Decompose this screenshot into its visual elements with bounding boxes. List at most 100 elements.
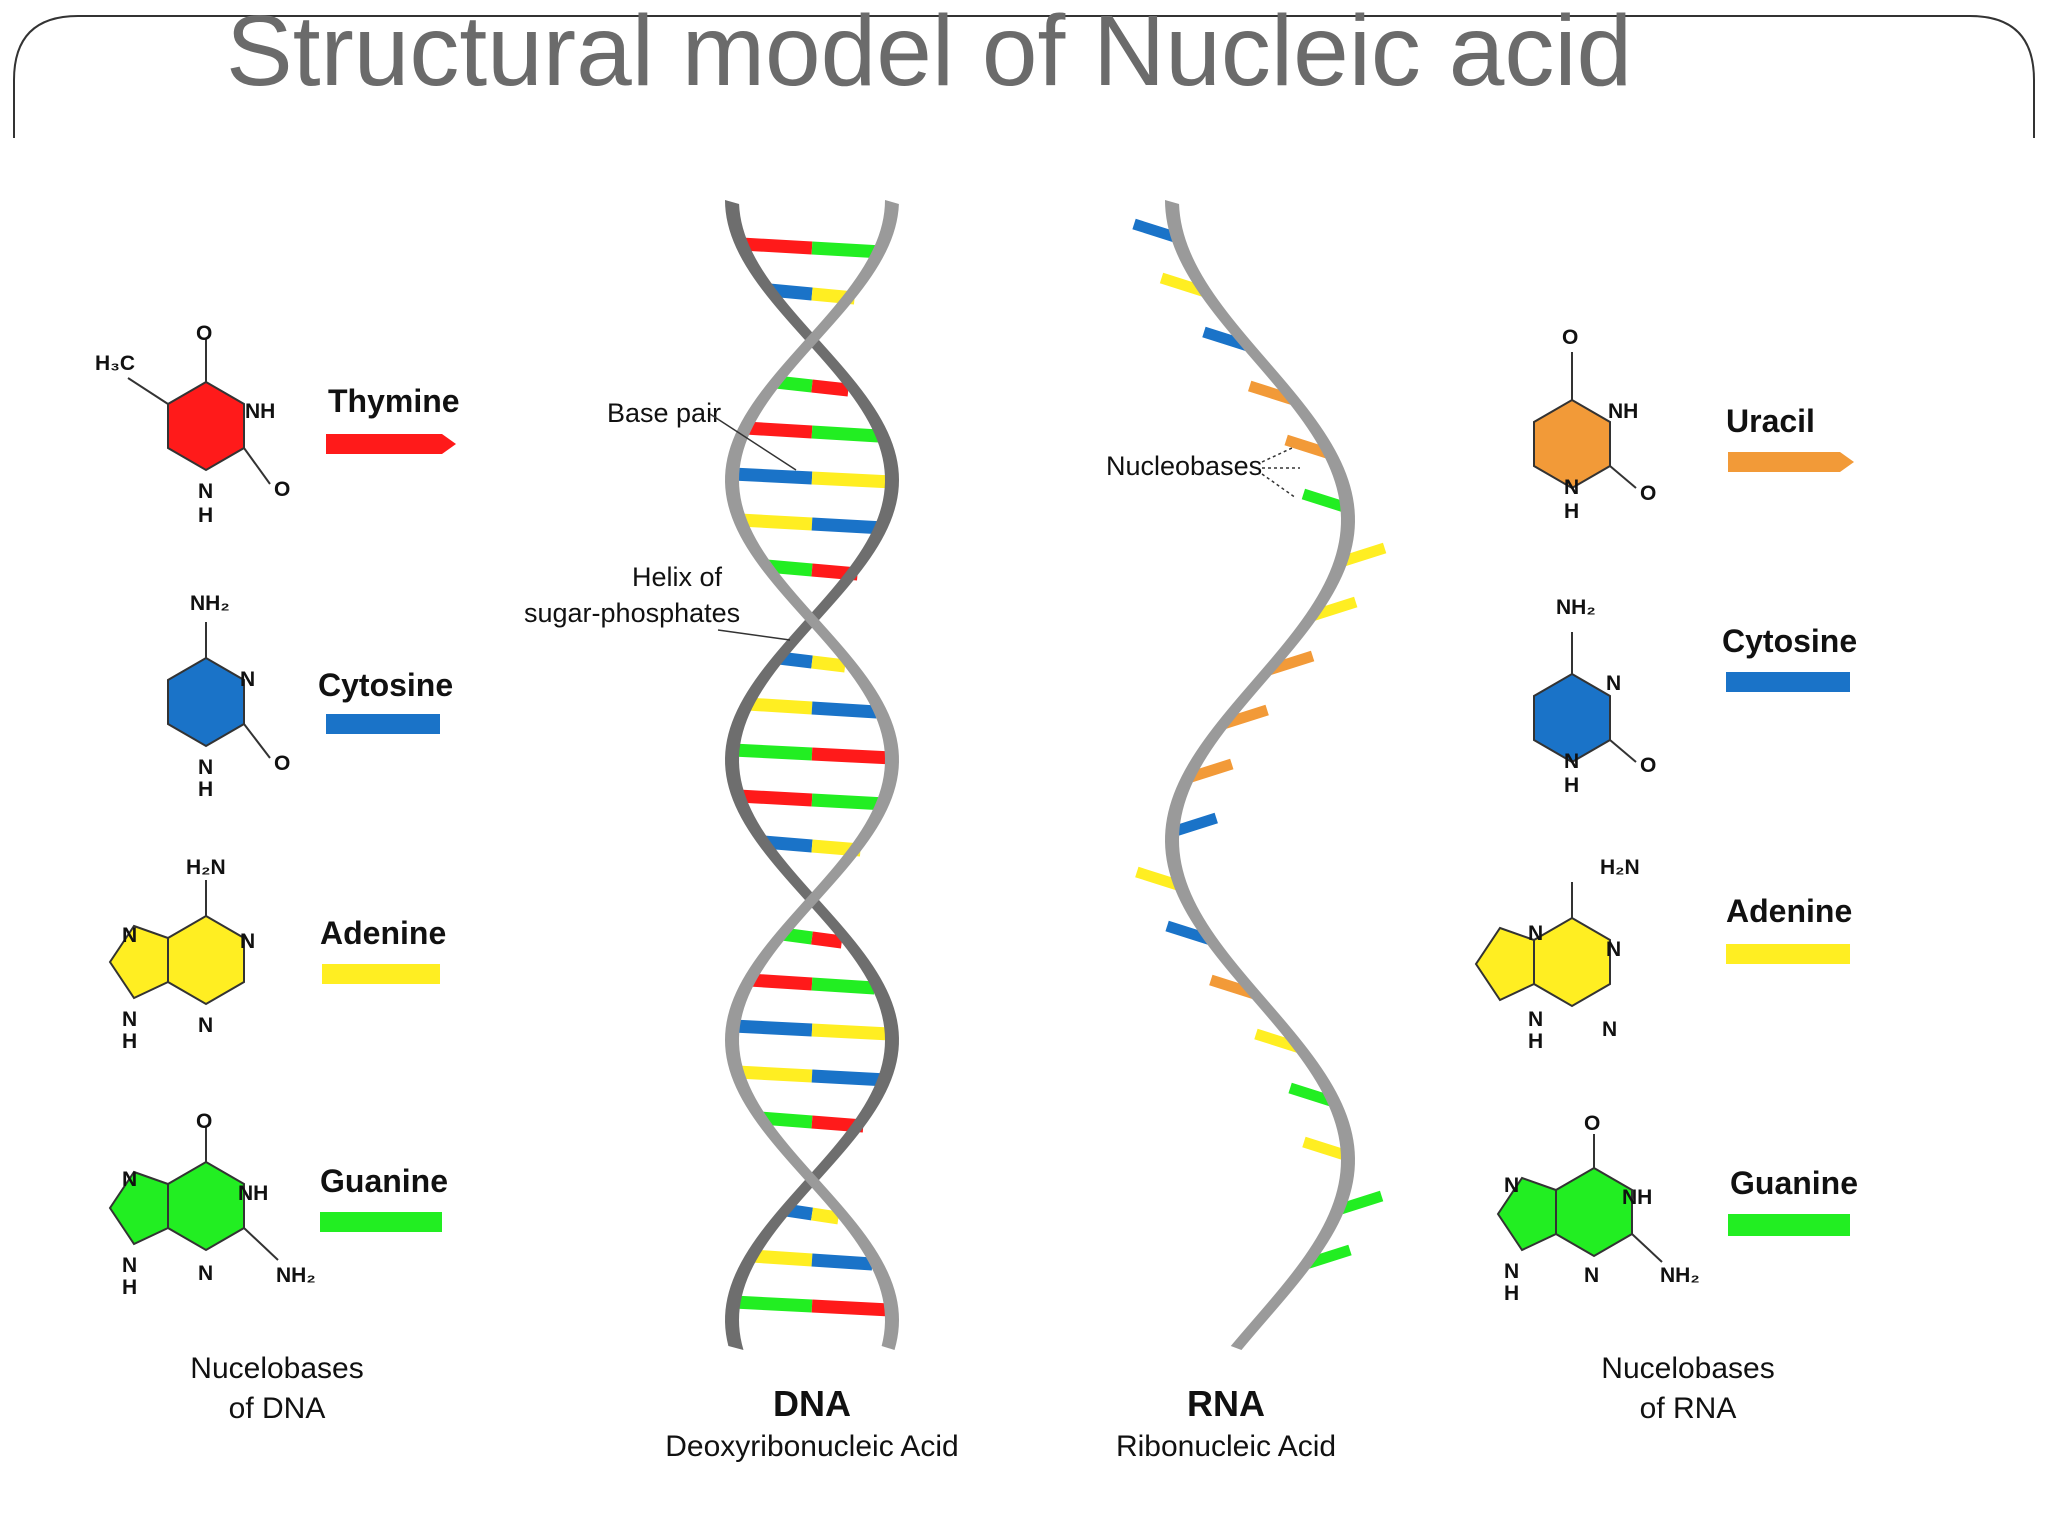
base-pair-half [811, 1299, 891, 1317]
svg-text:H₂N: H₂N [186, 856, 226, 879]
base-pair-half [736, 1065, 813, 1083]
rna-nucleobases-label: Nucleobases [1106, 451, 1262, 481]
svg-text:O: O [196, 322, 212, 345]
base-pair-half [811, 241, 883, 259]
base-pair-half [811, 1023, 892, 1041]
base-pair-half [731, 467, 813, 485]
nucleobases-pointers [1261, 447, 1300, 499]
svg-text:H: H [1528, 1030, 1543, 1053]
svg-text:NH: NH [1608, 400, 1638, 423]
svg-text:N: N [1606, 672, 1621, 695]
svg-text:N: N [1528, 1008, 1543, 1031]
svg-text:O: O [274, 752, 290, 775]
svg-text:N: N [1504, 1260, 1519, 1283]
adenine-label-dna: Adenine [320, 915, 446, 951]
cytosine-label-rna: Cytosine [1722, 623, 1857, 659]
guanine-molecule-dna: O NH N NH₂ N N H [108, 1110, 316, 1299]
svg-text:H₂N: H₂N [1600, 856, 1640, 879]
guanine-bar-dna [320, 1212, 442, 1232]
svg-text:N: N [240, 668, 255, 691]
svg-text:H₃C: H₃C [95, 352, 135, 375]
base-pair-half [811, 747, 892, 765]
base-pair-half [741, 237, 813, 255]
svg-text:NH: NH [1622, 1186, 1652, 1209]
guanine-label-rna: Guanine [1730, 1165, 1858, 1201]
svg-text:N: N [198, 1262, 213, 1285]
uracil-arrow-rna [1728, 452, 1854, 472]
dna-subtitle: Deoxyribonucleic Acid [665, 1430, 958, 1463]
rna-strand [1132, 200, 1387, 1350]
svg-text:O: O [1562, 326, 1578, 349]
svg-text:NH₂: NH₂ [1660, 1264, 1700, 1287]
svg-text:N: N [1602, 1018, 1617, 1041]
dna-bases-caption-line2: of DNA [229, 1392, 326, 1425]
svg-text:N: N [240, 930, 255, 953]
svg-text:NH: NH [238, 1182, 268, 1205]
base-pair-half [744, 421, 813, 439]
base-pair-half [760, 1111, 813, 1129]
svg-text:N: N [198, 756, 213, 779]
rna-bases-caption-line1: Nucelobases [1601, 1352, 1774, 1385]
guanine-molecule-rna: O NH N NH₂ N N H [1496, 1112, 1700, 1305]
base-pair-half [811, 931, 843, 949]
svg-text:N: N [1504, 1174, 1519, 1197]
dna-helix-label-line1: Helix of [632, 562, 723, 592]
svg-text:N: N [122, 1168, 137, 1191]
base-pair-half [733, 1295, 813, 1313]
base-pair-half [732, 743, 813, 761]
svg-text:O: O [1584, 1112, 1600, 1135]
cytosine-bar-rna [1726, 672, 1850, 692]
sugar-phosphate-strand [725, 200, 899, 1350]
rna-nucleobase [1301, 488, 1350, 514]
svg-text:O: O [1640, 754, 1656, 777]
base-pair-half [811, 517, 885, 535]
rna-nucleobase [1170, 812, 1218, 838]
svg-text:O: O [196, 1110, 212, 1133]
base-pair-pointer [709, 413, 797, 471]
svg-text:H: H [1564, 774, 1579, 797]
dna-helix [725, 200, 899, 1350]
base-pair-half [811, 793, 886, 811]
uracil-molecule-rna: O NH O N H [1533, 326, 1656, 523]
svg-text:N: N [122, 1254, 137, 1277]
svg-text:H: H [122, 1030, 137, 1053]
svg-text:N: N [1528, 922, 1543, 945]
base-pair-half [811, 1069, 888, 1087]
base-pair-half [811, 425, 880, 443]
base-pair-half [732, 1019, 813, 1037]
rna-nucleobase [1302, 1136, 1350, 1162]
thymine-molecule-dna: O H₃C NH O N H [95, 322, 290, 527]
base-pair-half [765, 559, 813, 577]
base-pair-half [811, 379, 850, 397]
svg-text:H: H [1564, 500, 1579, 523]
base-pair-half [738, 789, 813, 807]
adenine-molecule-rna: H₂N N N N N H [1474, 856, 1640, 1053]
base-pair-half [746, 697, 813, 715]
thymine-arrow-dna [326, 434, 456, 454]
base-pair-half [811, 655, 846, 673]
svg-text:N: N [198, 480, 213, 503]
svg-text:NH₂: NH₂ [190, 592, 230, 615]
base-pair-half [811, 977, 875, 995]
uracil-label-rna: Uracil [1726, 403, 1815, 439]
rna-backbone [1165, 200, 1355, 1350]
svg-text:N: N [1564, 476, 1579, 499]
cytosine-bar-dna [326, 714, 440, 734]
base-pair-half [811, 1207, 840, 1225]
adenine-label-rna: Adenine [1726, 893, 1852, 929]
dna-title: DNA [773, 1383, 851, 1424]
svg-text:NH₂: NH₂ [1556, 596, 1596, 619]
svg-text:N: N [122, 924, 137, 947]
rna-bases-caption-line2: of RNA [1640, 1392, 1737, 1425]
guanine-label-dna: Guanine [320, 1163, 448, 1199]
adenine-molecule-dna: H₂N N N N N H [108, 856, 255, 1053]
svg-text:N: N [122, 1008, 137, 1031]
helix-pointer [717, 629, 791, 641]
cytosine-molecule-rna: NH₂ N O N H [1533, 596, 1656, 797]
adenine-bar-dna [322, 964, 440, 984]
svg-text:N: N [198, 1014, 213, 1037]
svg-text:H: H [198, 778, 213, 801]
base-pair-half [751, 1249, 813, 1267]
